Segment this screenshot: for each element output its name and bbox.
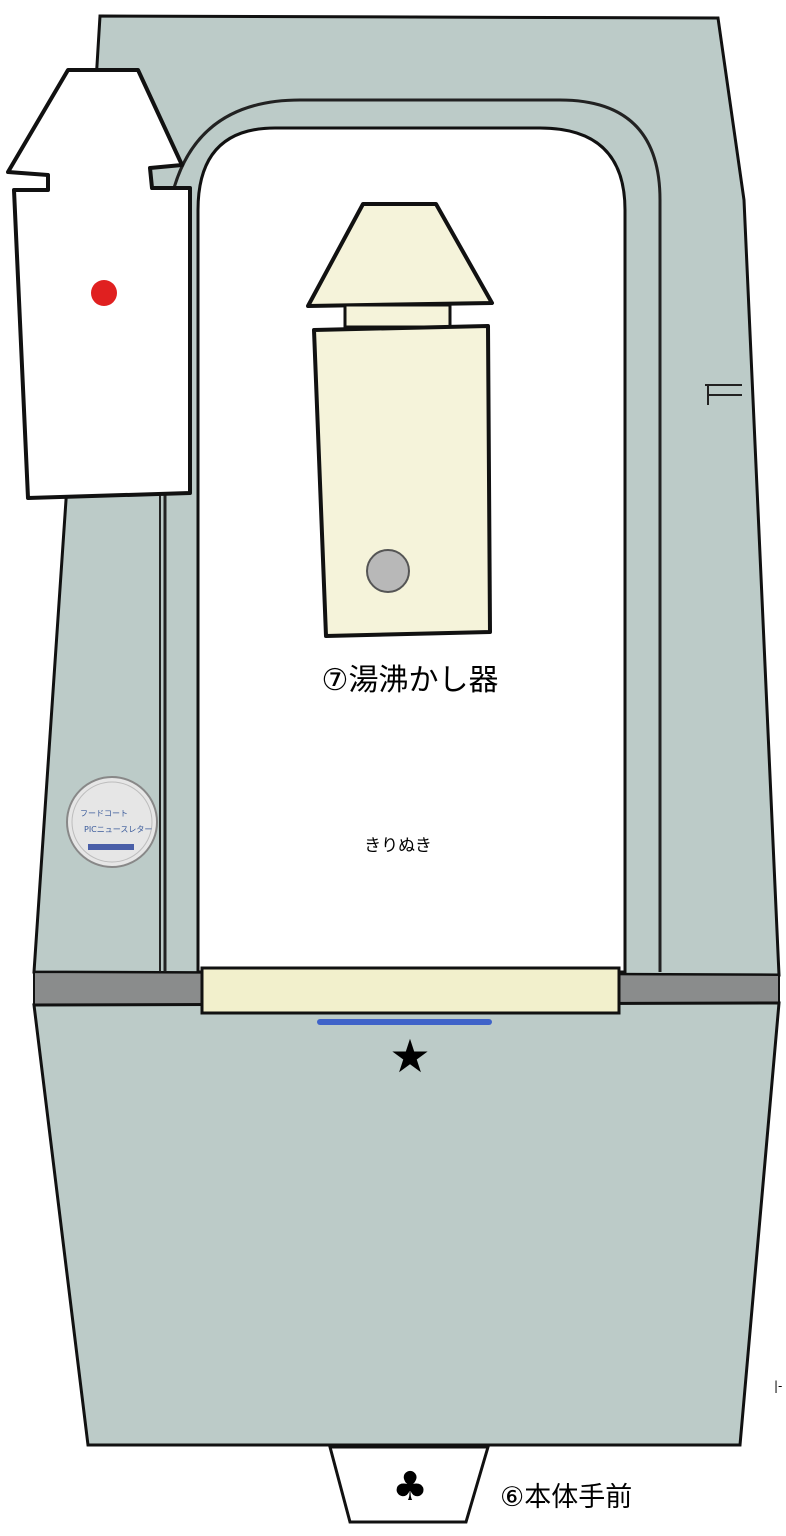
water-heater-top (306, 202, 494, 308)
star-marker: ★ (389, 1029, 430, 1083)
club-marker: ♣ (392, 1464, 428, 1510)
red-dot (91, 280, 117, 306)
water-heater-label: ⑦湯沸かし器 (322, 663, 499, 698)
seal-sticker: フードコート PICニュースレター (66, 776, 158, 868)
svg-text:PICニュースレター: PICニュースレター (84, 825, 152, 834)
bottom-tab (328, 1445, 491, 1524)
right-notch (705, 384, 742, 405)
water-heater-neck (343, 303, 452, 329)
small-mark: |- (774, 1379, 782, 1393)
body-front-label: ⑥本体手前 (500, 1482, 632, 1513)
water-heater-body (312, 324, 492, 638)
svg-text:フードコート: フードコート (80, 809, 128, 818)
water-heater (306, 202, 494, 638)
cutout-label: きりぬき (364, 836, 432, 856)
water-heater-knob (366, 549, 410, 593)
front-strip (200, 966, 621, 1015)
